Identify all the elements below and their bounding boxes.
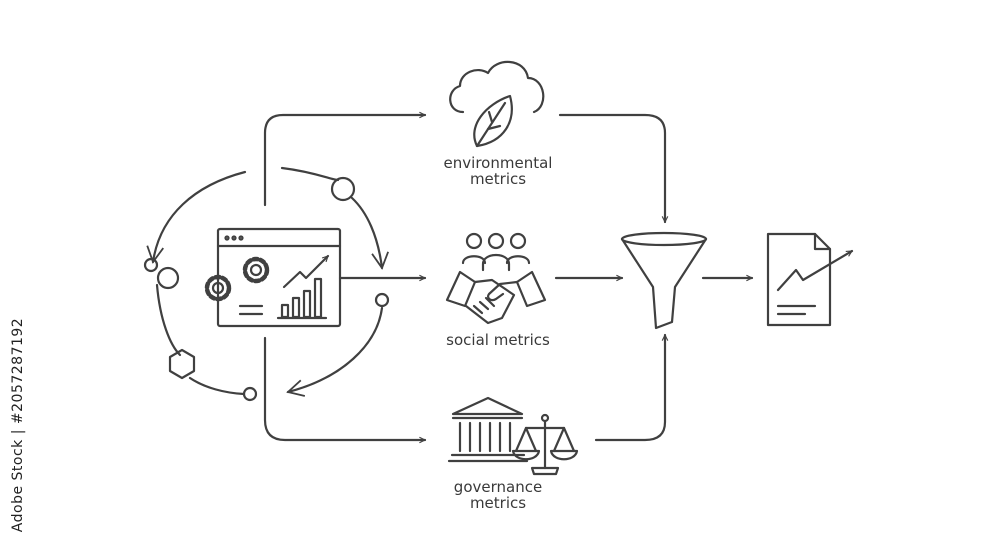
cycle-node-top-right bbox=[330, 176, 356, 202]
environmental-label-line-1: environmental bbox=[443, 154, 553, 172]
funnel-icon bbox=[620, 231, 708, 330]
cycle-arc-top bbox=[280, 166, 340, 182]
cloud-leaf-icon bbox=[449, 60, 545, 148]
report-document-icon bbox=[766, 232, 854, 327]
team-icon bbox=[461, 232, 531, 272]
governance-metrics-label: governance metrics bbox=[418, 479, 578, 511]
cycle-arc-left bbox=[155, 283, 182, 357]
cycle-node-right bbox=[374, 292, 390, 308]
cycle-node-large-left bbox=[156, 266, 180, 290]
courthouse-icon bbox=[447, 396, 529, 463]
cycle-arc-right bbox=[350, 196, 382, 268]
cycle-node-bottom bbox=[242, 386, 258, 402]
governance-label-line-1: governance bbox=[453, 478, 543, 496]
social-metrics-label: social metrics bbox=[446, 331, 550, 349]
process-cycle bbox=[143, 166, 390, 402]
governance-label-line-2: metrics bbox=[469, 494, 527, 512]
scales-icon bbox=[511, 413, 579, 476]
environmental-metrics-label: environmental metrics bbox=[418, 155, 578, 187]
arrow-environmental-to-funnel bbox=[558, 113, 665, 224]
dashboard-text-lines bbox=[238, 304, 264, 316]
arrow-to-governance bbox=[263, 336, 427, 440]
cycle-hexagon bbox=[168, 348, 196, 380]
stock-watermark: Adobe Stock | #2057287192 bbox=[8, 300, 28, 550]
cycle-node-small-left bbox=[143, 257, 159, 273]
handshake-icon bbox=[445, 270, 547, 325]
growth-chart-icon bbox=[276, 254, 330, 320]
cycle-arc-top-left bbox=[153, 170, 247, 262]
gear-icon bbox=[242, 256, 270, 284]
environmental-label-line-2: metrics bbox=[469, 170, 527, 188]
gear-icon bbox=[204, 274, 232, 302]
arrow-to-environmental bbox=[263, 115, 427, 207]
cycle-arc-bottom-right bbox=[288, 306, 384, 392]
watermark-text: Adobe Stock | #2057287192 bbox=[10, 317, 26, 533]
cycle-arc-bottom-left bbox=[188, 376, 246, 396]
arrow-governance-to-funnel bbox=[594, 333, 665, 442]
